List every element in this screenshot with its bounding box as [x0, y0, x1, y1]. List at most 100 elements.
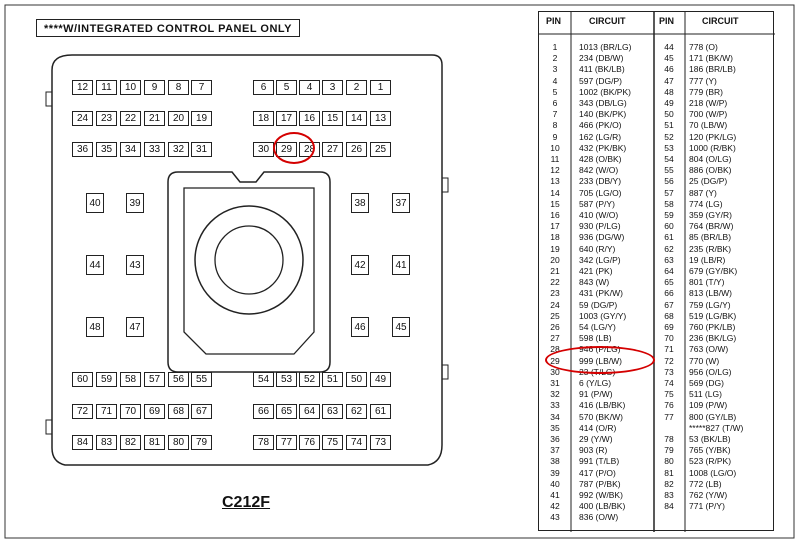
pin-53: 53: [276, 372, 297, 387]
table-pin: 70: [664, 333, 674, 344]
pin-73: 73: [370, 435, 391, 450]
table-circuit: 414 (O/R): [579, 422, 617, 433]
table-pin: 11: [550, 154, 560, 164]
table-pin: 50: [664, 109, 674, 120]
table-pin: 44: [664, 42, 674, 52]
pin-2: 2: [346, 80, 367, 95]
pin-61: 61: [370, 404, 391, 419]
pin-14: 14: [346, 111, 367, 126]
pin-18: 18: [253, 111, 274, 126]
table-circuit: 705 (LG/O): [579, 187, 622, 198]
table-circuit: 416 (LB/BK): [579, 400, 626, 411]
table-circuit: 431 (PK/W): [579, 288, 623, 299]
table-pin: 10: [550, 142, 560, 153]
pin-44: 44: [86, 255, 104, 275]
table-pin: 43: [550, 512, 560, 523]
table-pin: 5: [552, 86, 558, 97]
table-circuit: 886 (O/BK): [689, 165, 732, 176]
table-circuit: 762 (Y/W): [689, 490, 728, 500]
table-circuit: 171 (BK/W): [689, 53, 733, 64]
center-socket: [167, 171, 331, 373]
pin-69: 69: [144, 404, 165, 419]
table-circuit: 1013 (BR/LG): [579, 42, 632, 52]
table-pin: 14: [550, 187, 560, 198]
table-circuit: 428 (O/BK): [579, 154, 622, 164]
table-pin: 48: [664, 86, 674, 97]
pin-76: 76: [299, 435, 320, 450]
table-circuit: 800 (GY/LB): [689, 411, 737, 422]
table-pin: 62: [664, 243, 674, 254]
table-pin: 53: [664, 142, 674, 153]
table-pin: 9: [552, 131, 558, 142]
table-circuit: 6 (Y/LG): [579, 378, 612, 388]
table-pin: 69: [664, 322, 674, 332]
table-circuit: 843 (W): [579, 277, 610, 288]
pin-55: 55: [191, 372, 212, 387]
pin-13: 13: [370, 111, 391, 126]
pin-33: 33: [144, 142, 165, 157]
table-pin: 74: [664, 378, 674, 388]
pin-75: 75: [322, 435, 343, 450]
table-circuit: 887 (Y): [689, 187, 717, 198]
pin-83: 83: [96, 435, 117, 450]
table-circuit: 903 (R): [579, 445, 608, 456]
pin-19: 19: [191, 111, 212, 126]
connector-body: [51, 54, 443, 466]
header-pin-right: PIN: [659, 16, 675, 26]
table-circuit: 778 (O): [689, 42, 718, 52]
table-pin: 1: [552, 42, 558, 52]
pin-16: 16: [299, 111, 320, 126]
pin-36: 36: [72, 142, 93, 157]
table-circuit: 801 (T/Y): [689, 277, 725, 288]
table-circuit: 813 (LB/W): [689, 288, 732, 299]
table-circuit: 770 (W): [689, 355, 720, 366]
pin-21: 21: [144, 111, 165, 126]
table-pin: 26: [550, 322, 560, 332]
table-circuit: 218 (W/P): [689, 98, 728, 108]
table-circuit: 640 (R/Y): [579, 243, 616, 254]
table-circuit: 53 (BK/LB): [689, 434, 731, 444]
pin-4: 4: [299, 80, 320, 95]
table-pin: 56: [664, 176, 674, 187]
table-pin: 45: [664, 53, 674, 64]
table-pin: 7: [552, 109, 558, 120]
table-circuit: 342 (LG/P): [579, 254, 621, 265]
pin-20: 20: [168, 111, 189, 126]
table-circuit: 85 (BR/LB): [689, 232, 732, 243]
table-circuit: 519 (LG/BK): [689, 310, 737, 321]
table-pin: 83: [664, 490, 674, 500]
table-pin: 28: [550, 344, 560, 355]
table-circuit: 421 (PK): [579, 266, 613, 276]
table-pin: 3: [552, 64, 558, 75]
pin-43: 43: [126, 255, 144, 275]
table-pin: 68: [664, 310, 674, 321]
table-circuit: 760 (PK/LB): [689, 322, 736, 332]
table-circuit: 992 (W/BK): [579, 490, 623, 500]
table-pin: 34: [550, 411, 560, 422]
table-circuit: 787 (P/BK): [579, 478, 621, 489]
table-circuit: 956 (O/LG): [689, 366, 732, 377]
table-circuit: *****827 (T/W): [689, 422, 744, 433]
pin-65: 65: [276, 404, 297, 419]
table-pin: 31: [550, 378, 560, 388]
pin-51: 51: [322, 372, 343, 387]
table-circuit: 236 (BK/LG): [689, 333, 737, 344]
table-pin: 81: [664, 467, 674, 478]
pin-34: 34: [120, 142, 141, 157]
table-pin: 32: [550, 389, 560, 400]
pin-74: 74: [346, 435, 367, 450]
table-pin: 52: [664, 131, 674, 142]
table-pin: 42: [550, 501, 560, 512]
table-circuit: 570 (BK/W): [579, 411, 623, 422]
pin-57: 57: [144, 372, 165, 387]
table-pin: 21: [550, 266, 560, 276]
header-circuit-right: CIRCUIT: [702, 16, 739, 26]
note-label: ****W/INTEGRATED CONTROL PANEL ONLY: [36, 19, 300, 37]
pin-12: 12: [72, 80, 93, 95]
pin-47: 47: [126, 317, 144, 337]
table-pin: 71: [664, 344, 674, 355]
table-circuit: 777 (Y): [689, 75, 717, 86]
pin-30: 30: [253, 142, 274, 157]
